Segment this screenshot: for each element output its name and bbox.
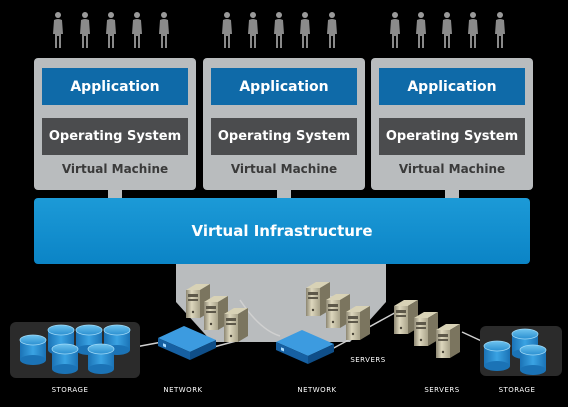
virtual-machine-3: Application Operating System Virtual Mac…: [371, 58, 533, 190]
virtual-machine-label: Virtual Machine: [230, 162, 338, 176]
virtual-machine-label: Virtual Machine: [61, 162, 169, 176]
storage-right-icon: [480, 326, 562, 376]
users-group-2: [218, 10, 348, 55]
virtual-machine-label: Virtual Machine: [398, 162, 506, 176]
storage-left-label: STORAGE: [51, 386, 89, 394]
network-switch-icon: [158, 326, 216, 360]
application-box: Application: [211, 68, 357, 105]
servers-center-label: SERVERS: [350, 356, 386, 364]
server-tower-icon: [394, 300, 460, 358]
vm-connector: [108, 190, 122, 198]
users-group-3: [386, 10, 516, 55]
storage-right-label: STORAGE: [498, 386, 536, 394]
users-group-1: [50, 10, 180, 55]
servers-right-label: SERVERS: [424, 386, 460, 394]
network-center-label: NETWORK: [297, 386, 337, 394]
application-box: Application: [379, 68, 525, 105]
server-tower-icon: [186, 284, 248, 342]
operating-system-box: Operating System: [42, 118, 188, 155]
virtual-infrastructure-bar: Virtual Infrastructure: [34, 198, 530, 264]
virtual-machine-2: Application Operating System Virtual Mac…: [203, 58, 365, 190]
server-tower-icon: [306, 282, 370, 340]
operating-system-box: Operating System: [379, 118, 525, 155]
vm-connector: [277, 190, 291, 198]
network-left-label: NETWORK: [163, 386, 203, 394]
vm-connector: [445, 190, 459, 198]
virtual-machine-1: Application Operating System Virtual Mac…: [34, 58, 196, 190]
operating-system-box: Operating System: [211, 118, 357, 155]
application-box: Application: [42, 68, 188, 105]
storage-left-icon: [10, 322, 140, 378]
network-switch-icon: [276, 330, 334, 364]
